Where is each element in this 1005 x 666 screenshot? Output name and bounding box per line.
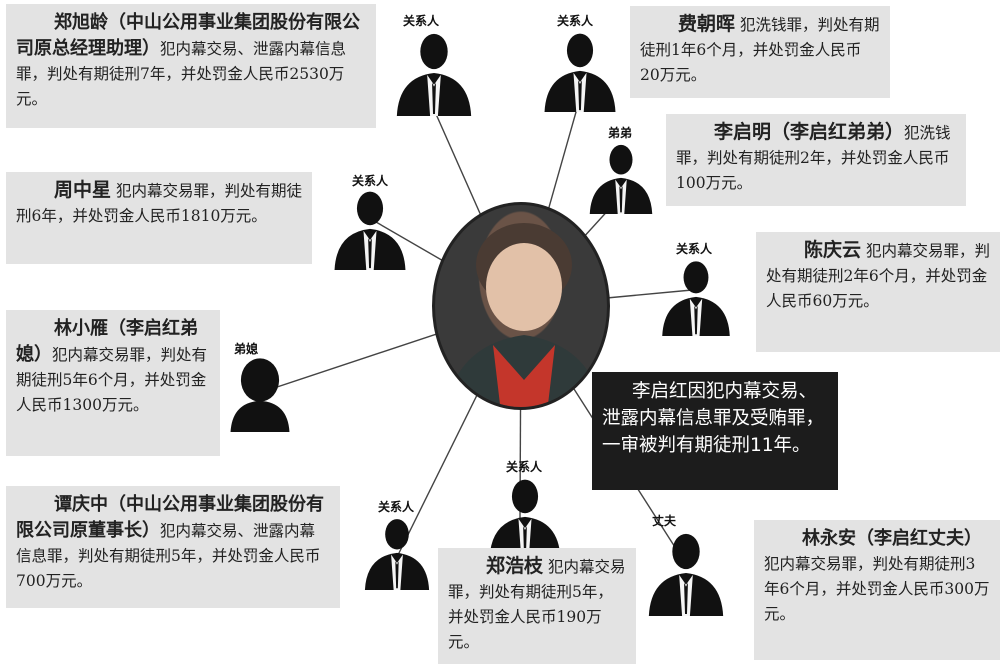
li-qihong-photo — [432, 202, 610, 410]
person-silhouette-relative-1 — [392, 28, 476, 116]
name-zheng-haozhi: 郑浩枝 — [486, 555, 544, 577]
box-zhou-zhongxing: 周中星 犯内幕交易罪，判处有期徒刑6年，并处罚金人民币1810万元。 — [6, 172, 312, 264]
text-tan-qingzhong: 犯内幕交易、泄露内幕信息罪，判处有期徒刑5年，并处罚金人民币700万元。 — [16, 522, 321, 590]
text-li-qiming: 犯洗钱罪，判处有期徒刑2年，并处罚金人民币100万元。 — [676, 124, 951, 192]
person-silhouette-relative-4 — [656, 256, 736, 336]
box-zheng-haozhi: 郑浩枝 犯内幕交易罪，判处有期徒刑5年，并处罚金人民币190万元。 — [438, 548, 636, 664]
person-silhouette-husband — [642, 528, 730, 616]
name-chen-qingyun: 陈庆云 — [804, 239, 862, 261]
text-lin-xiaoyan: 犯内幕交易罪，判处有期徒刑5年6个月，并处罚金人民币1300万元。 — [16, 346, 208, 414]
center-caption-text: 李启红因犯内幕交易、泄露内幕信息罪及受贿罪，一审被判有期徒刑11年。 — [602, 381, 825, 456]
box-li-qiming: 李启明（李启红弟弟）犯洗钱罪，判处有期徒刑2年，并处罚金人民币100万元。 — [666, 114, 966, 206]
box-chen-qingyun: 陈庆云 犯内幕交易罪，判处有期徒刑2年6个月，并处罚金人民币60万元。 — [756, 232, 1000, 352]
text-zheng-xuling: 犯内幕交易、泄露内幕信息罪，判处有期徒刑7年，并处罚金人民币2530万元。 — [16, 40, 347, 108]
text-fei-chaohui: 犯洗钱罪，判处有期徒刑1年6个月，并处罚金人民币20万元。 — [640, 16, 880, 84]
label-sister-in-law: 弟媳 — [234, 342, 259, 356]
center-caption: 李启红因犯内幕交易、泄露内幕信息罪及受贿罪，一审被判有期徒刑11年。 — [592, 372, 838, 490]
label-relative-4: 关系人 — [676, 242, 713, 256]
name-tan-qingzhong: 谭庆中（中山公用事业集团股份有限公司原董事长） — [16, 494, 324, 541]
person-silhouette-relative-3 — [330, 186, 410, 270]
name-fei-chaohui: 费朝晖 — [678, 13, 736, 35]
text-zheng-haozhi: 犯内幕交易罪，判处有期徒刑5年，并处罚金人民币190万元。 — [448, 558, 626, 651]
name-lin-yongan: 林永安（李启红丈夫） — [802, 528, 982, 549]
box-tan-qingzhong: 谭庆中（中山公用事业集团股份有限公司原董事长）犯内幕交易、泄露内幕信息罪，判处有… — [6, 486, 340, 608]
box-fei-chaohui: 费朝晖 犯洗钱罪，判处有期徒刑1年6个月，并处罚金人民币20万元。 — [630, 6, 890, 98]
label-brother: 弟弟 — [608, 126, 633, 140]
name-zhou-zhongxing: 周中星 — [54, 179, 112, 201]
box-lin-yongan: 林永安（李启红丈夫） 犯内幕交易罪，判处有期徒刑3年6个月，并处罚金人民币300万… — [754, 520, 1000, 660]
label-husband: 丈夫 — [652, 514, 677, 528]
label-relative-3: 关系人 — [352, 174, 389, 188]
label-relative-2: 关系人 — [557, 14, 594, 28]
person-silhouette-brother — [584, 140, 658, 214]
person-silhouette-sister-in-law — [222, 354, 298, 432]
text-zhou-zhongxing: 犯内幕交易罪，判处有期徒刑6年，并处罚金人民币1810万元。 — [16, 182, 302, 225]
label-relative-1: 关系人 — [403, 14, 440, 28]
person-silhouette-relative-6 — [356, 514, 438, 590]
name-zheng-xuling: 郑旭龄（中山公用事业集团股份有限公司原总经理助理） — [16, 12, 360, 59]
box-lin-xiaoyan: 林小雁（李启红弟媳）犯内幕交易罪，判处有期徒刑5年6个月，并处罚金人民币1300… — [6, 310, 220, 456]
box-zheng-xuling: 郑旭龄（中山公用事业集团股份有限公司原总经理助理）犯内幕交易、泄露内幕信息罪，判… — [6, 4, 376, 128]
name-lin-xiaoyan: 林小雁（李启红弟媳） — [16, 318, 198, 365]
text-chen-qingyun: 犯内幕交易罪，判处有期徒刑2年6个月，并处罚金人民币60万元。 — [766, 242, 990, 310]
person-silhouette-relative-5 — [482, 474, 568, 558]
label-relative-5: 关系人 — [506, 460, 543, 474]
label-relative-6: 关系人 — [378, 500, 415, 514]
name-li-qiming: 李启明（李启红弟弟） — [714, 121, 905, 143]
text-lin-yongan: 犯内幕交易罪，判处有期徒刑3年6个月，并处罚金人民币300万元。 — [764, 555, 990, 623]
person-silhouette-relative-2 — [540, 28, 620, 112]
